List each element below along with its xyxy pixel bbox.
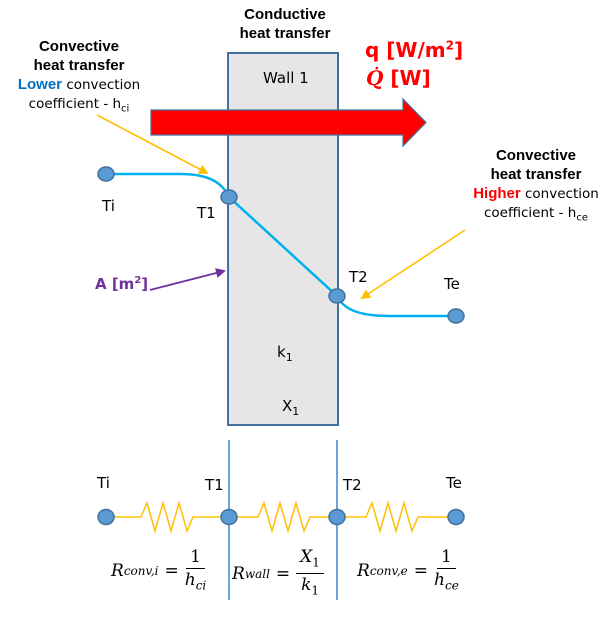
network-label-t1: T1 (205, 476, 224, 494)
network-label-t2: T2 (343, 476, 362, 494)
higher-emphasis: Higher (473, 185, 521, 202)
right-convection-label: Convective heat transfer Higher convecti… (466, 146, 606, 228)
temperature-profile-curve (106, 172, 456, 318)
formula-r-wall-symbol: R (232, 563, 245, 584)
area-text: A [m (95, 275, 135, 293)
node-ti (97, 166, 115, 182)
label-t2: T2 (349, 268, 368, 286)
area-close: ] (141, 275, 149, 293)
area-sup: 2 (134, 275, 142, 286)
formula-r-conv-e-numerator: 1 (436, 546, 456, 569)
formula-r-wall-sub: wall (244, 566, 270, 581)
area-pointer-arrow (149, 268, 226, 291)
formula-r-conv-i-numerator: 1 (186, 546, 205, 569)
thickness-sub: 1 (292, 405, 300, 418)
formula-r-wall-numerator: X1 (296, 546, 324, 575)
formula-r-wall-fraction: X1 k1 (296, 546, 324, 602)
conductive-heading-line1: Conductive (244, 6, 326, 23)
left-convection-line3: Lower convection (5, 75, 153, 95)
left-coefficient-sub: ci (121, 103, 130, 115)
heat-flow-arrow (150, 97, 427, 148)
formula-r-conv-e-den-sub: ce (444, 578, 459, 593)
thickness-label: X1 (282, 397, 299, 418)
area-label: A [m2] (95, 275, 148, 293)
label-t1: T1 (197, 204, 216, 222)
resistor-wall (229, 500, 337, 534)
right-convection-rest: convection (520, 186, 599, 202)
conductivity-sub: 1 (285, 351, 293, 364)
wall-rectangle (227, 52, 339, 426)
formula-r-wall-equals: = (275, 563, 291, 584)
formula-r-conv-i-equals: = (164, 561, 179, 582)
heat-rate-label: Q̇ [W] (366, 66, 431, 90)
right-convection-line2: heat transfer (490, 166, 582, 183)
formula-r-conv-i-den-symbol: h (184, 570, 196, 590)
formula-r-wall-den-symbol: k (301, 575, 312, 596)
left-convection-rest: convection (62, 77, 141, 93)
wall-name: Wall 1 (263, 69, 309, 87)
left-convection-line4: coefficient - hci (5, 95, 153, 119)
formula-r-conv-e-denominator: hce (434, 569, 459, 596)
formula-r-conv-e-equals: = (413, 561, 429, 582)
conductivity-label: k1 (277, 343, 293, 364)
heat-flux-sup: 2 (445, 38, 454, 53)
formula-r-conv-i-fraction: 1 hci (185, 546, 207, 596)
left-convection-line2: heat transfer (33, 57, 125, 74)
conductive-heading: Conductive heat transfer (230, 5, 340, 43)
right-convection-line3: Higher convection (466, 184, 606, 204)
left-convection-line1: Convective (38, 38, 120, 55)
formula-r-wall-num-sub: 1 (312, 555, 320, 570)
node-te (447, 308, 465, 324)
heat-flux-close: ] (453, 38, 464, 62)
network-node-ti (97, 508, 115, 526)
right-convection-line4: coefficient - hce (466, 204, 606, 228)
formula-r-conv-i-sub: conv,i (123, 564, 159, 579)
node-t1 (220, 189, 238, 205)
formula-r-conv-e-symbol: R (357, 561, 370, 582)
right-convection-line1: Convective (495, 147, 577, 164)
formula-r-conv-e-fraction: 1 hce (434, 546, 459, 596)
right-coefficient-sub: ce (576, 212, 589, 224)
formula-r-wall-den-sub: 1 (311, 583, 320, 598)
formula-r-conv-i-symbol: R (111, 561, 124, 582)
conductivity-symbol: k (277, 343, 286, 361)
heat-rate-symbol: Q̇ (366, 66, 384, 90)
network-node-t2 (328, 508, 346, 526)
label-ti: Ti (102, 197, 115, 215)
formula-r-conv-i-denominator: hci (185, 569, 207, 596)
right-coefficient-text: coefficient - h (483, 205, 577, 221)
heat-rate-unit: [W] (390, 66, 431, 90)
resistor-conv-e (337, 500, 456, 534)
formula-r-wall-denominator: k1 (301, 574, 319, 601)
right-convection-pointer-arrow (360, 229, 466, 300)
heat-flux-text: q [W/m (365, 38, 446, 62)
thickness-symbol: X (282, 397, 293, 415)
lower-emphasis: Lower (17, 76, 63, 93)
node-t2 (328, 288, 346, 304)
label-te: Te (444, 275, 460, 293)
left-convection-label: Convective heat transfer Lower convectio… (5, 37, 153, 119)
network-node-t1 (220, 508, 238, 526)
left-convection-pointer-arrow (96, 114, 209, 174)
formula-r-conv-e-den-symbol: h (434, 570, 445, 590)
formula-r-conv-i-den-sub: ci (195, 578, 207, 593)
formula-r-wall-num-symbol: X (300, 547, 313, 567)
network-node-te (447, 508, 465, 526)
formula-r-conv-e-sub: conv,e (369, 564, 408, 579)
network-label-te: Te (446, 474, 462, 492)
heat-flux-label: q [W/m2] (365, 38, 463, 62)
network-label-ti: Ti (97, 474, 110, 492)
left-coefficient-text: coefficient - h (28, 96, 122, 112)
resistor-conv-i (106, 500, 229, 534)
conductive-heading-line2: heat transfer (239, 25, 331, 42)
